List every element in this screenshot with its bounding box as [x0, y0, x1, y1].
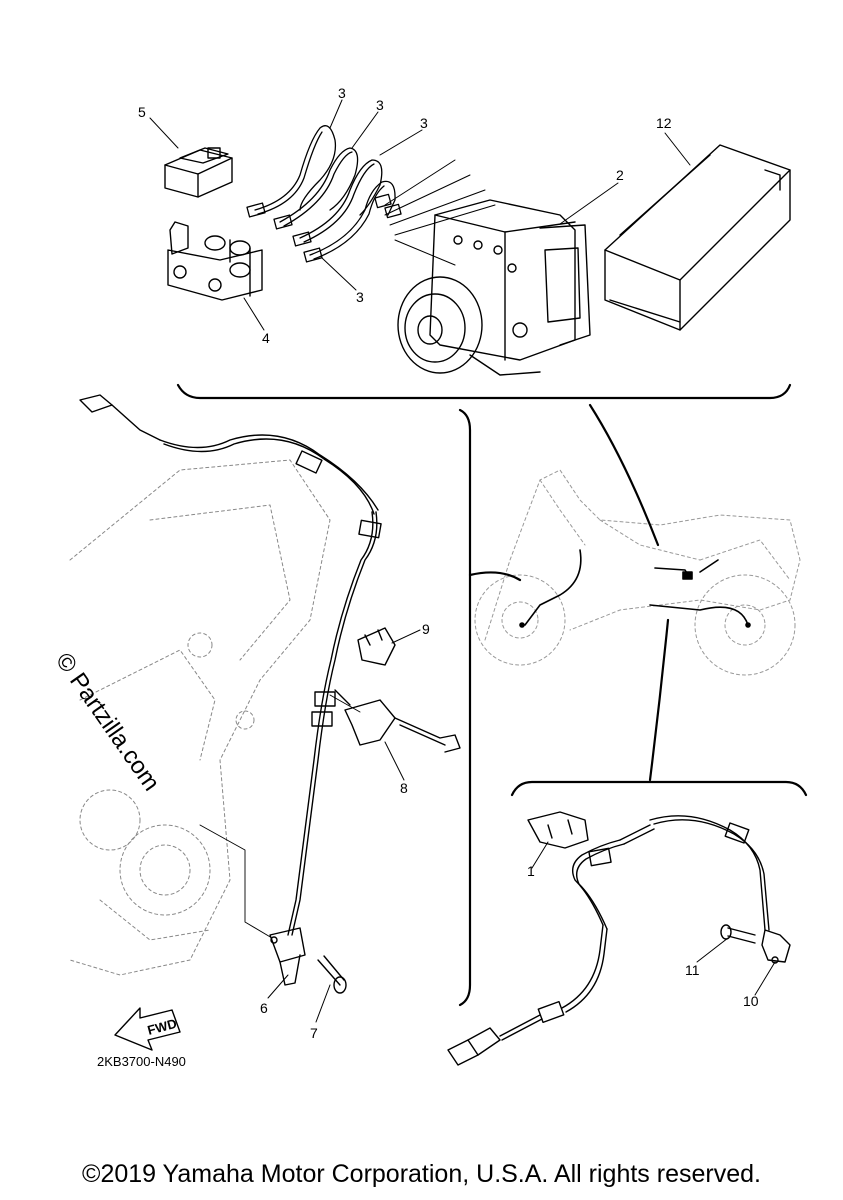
connector-curve-top: [588, 403, 660, 547]
ecu-box-part-12: [604, 144, 791, 331]
callout-3-d: 3: [356, 289, 364, 305]
rear-wheel-sensor-cable: [447, 815, 791, 1066]
callout-10: 10: [743, 993, 759, 1009]
clip-part-9: [357, 627, 396, 666]
copyright-footer: ©2019 Yamaha Motor Corporation, U.S.A. A…: [82, 1160, 761, 1188]
callout-1: 1: [527, 863, 535, 879]
section-bracket-bottom: [510, 780, 808, 797]
callout-6: 6: [260, 1000, 268, 1016]
engine-outline: [69, 459, 331, 976]
leader-lines-mid: [267, 629, 421, 1023]
fwd-arrow: [114, 1007, 181, 1051]
clip-part-1: [527, 811, 589, 849]
diagram-code: 2KB3700-N490: [97, 1054, 186, 1069]
pipe-to-abs-leaders: [384, 159, 496, 266]
leader-lines-top: [149, 99, 691, 331]
abs-unit-part-2: [397, 199, 591, 376]
callout-9: 9: [422, 621, 430, 637]
guide-lines: [199, 694, 361, 939]
callout-11: 11: [685, 962, 700, 978]
connector-block-part-5: [164, 147, 233, 198]
brake-pipes-part-3: [246, 125, 402, 263]
bolt-part-11: [720, 924, 756, 944]
callout-4: 4: [262, 330, 270, 346]
callout-3-b: 3: [376, 97, 384, 113]
clamp-part-4: [167, 221, 263, 301]
connector-curve-left: [468, 571, 522, 582]
motorcycle-silhouette: [474, 469, 801, 676]
leader-lines-bottom: [531, 841, 776, 996]
watermark: © Partzilla.com: [50, 648, 165, 796]
callout-8: 8: [400, 780, 408, 796]
section-bracket-top: [176, 383, 792, 400]
callout-2: 2: [616, 167, 624, 183]
bolt-part-7: [317, 955, 347, 994]
sensor-part-6: [269, 927, 306, 986]
front-wheel-sensor-cable: [79, 394, 382, 936]
callout-3-c: 3: [420, 115, 428, 131]
section-divider: [458, 408, 472, 1007]
motorcycle-abs-wiring: [519, 549, 751, 628]
bracket-part-8: [334, 689, 461, 753]
callout-7: 7: [310, 1025, 318, 1041]
connector-curve-bottom: [648, 618, 670, 782]
callout-3-a: 3: [338, 85, 346, 101]
callout-5: 5: [138, 104, 146, 120]
callout-12: 12: [656, 115, 672, 131]
fwd-label: FWD: [146, 1016, 178, 1038]
